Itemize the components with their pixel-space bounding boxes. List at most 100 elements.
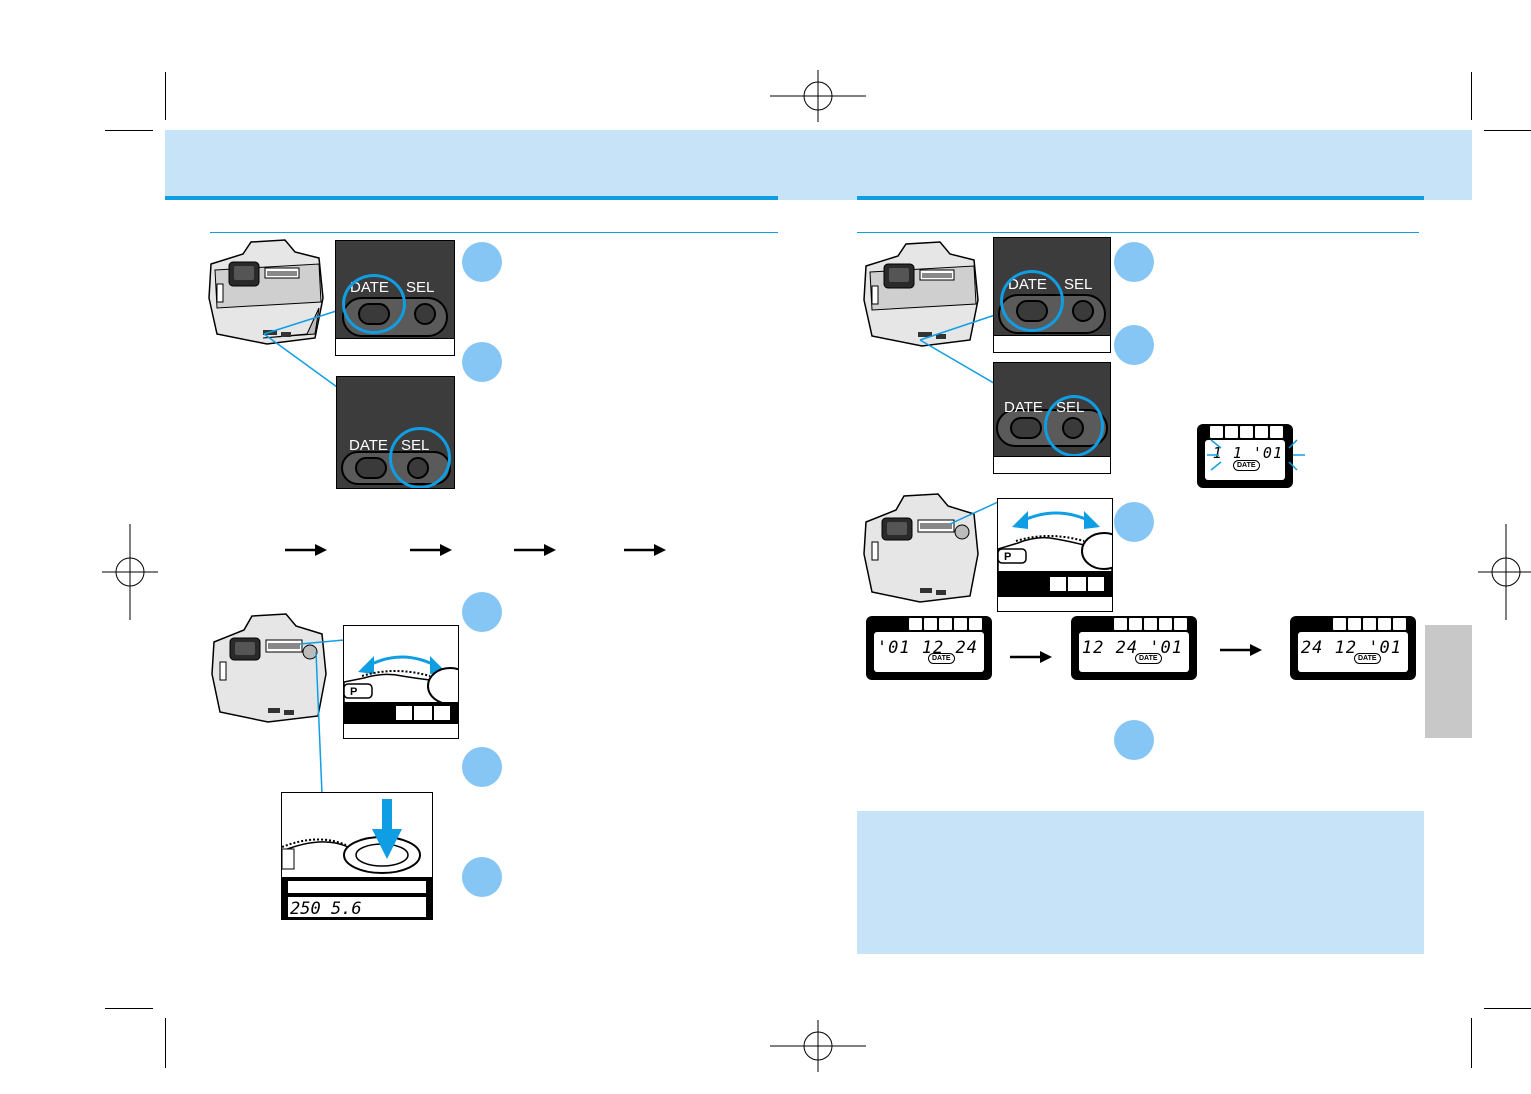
macro-icon — [1240, 426, 1253, 438]
scene-mode-icons — [1210, 426, 1283, 439]
date-format-lcd-2: 12 24 '01 DATE — [1071, 616, 1197, 680]
callout-lines — [950, 501, 999, 525]
registration-mark-icon — [770, 70, 866, 122]
sel-button-panel: DATE SEL — [336, 376, 455, 489]
top-lcd-readout: 250 5.6 — [290, 899, 362, 919]
date-tag: DATE — [1135, 653, 1162, 664]
highlight-ring — [342, 274, 406, 334]
right-arrow-icon — [624, 544, 666, 556]
command-dial-illustration: P — [344, 655, 458, 738]
highlight-ring — [1044, 395, 1104, 457]
callout-lines — [300, 639, 345, 795]
step-circle-icon — [462, 747, 502, 787]
portrait-icon — [1210, 426, 1223, 438]
scene-mode-icons — [1114, 618, 1187, 631]
sel-button-panel: DATE SEL — [993, 362, 1111, 474]
panel-strip — [994, 335, 1110, 352]
step-circle-icon — [462, 242, 502, 282]
date-label: DATE — [349, 437, 388, 454]
lcd-date-digits: 1 1 '01 — [1212, 444, 1283, 462]
lcd-screen — [874, 632, 984, 672]
date-tag: DATE — [1233, 460, 1260, 471]
step-circle-icon — [1114, 720, 1154, 760]
date-button[interactable] — [1010, 417, 1042, 439]
date-button-panel: DATE SEL — [993, 237, 1111, 353]
right-arrow-icon — [410, 544, 452, 556]
macro-icon — [939, 618, 952, 630]
crop-mark — [1484, 130, 1531, 131]
portrait-icon — [1333, 618, 1346, 630]
sports-icon — [1159, 618, 1172, 630]
step-circle-icon — [462, 857, 502, 897]
scene-mode-icons — [1333, 618, 1406, 631]
crop-mark — [1484, 1008, 1531, 1009]
camera-back-illustration — [863, 241, 979, 347]
macro-icon — [1363, 618, 1376, 630]
shutter-release-panel: 250 5.6 — [281, 792, 433, 920]
section-rule-right — [857, 232, 1419, 233]
landscape-icon — [924, 618, 937, 630]
crop-mark — [105, 130, 153, 131]
section-tab — [1425, 625, 1472, 738]
lcd-screen — [1079, 632, 1189, 672]
registration-mark-icon — [770, 1020, 866, 1072]
lcd-date-digits: 12 24 '01 — [1081, 638, 1183, 658]
camera-top-illustration — [863, 493, 979, 603]
date-format-lcd-1: '01 12 24 DATE — [866, 616, 992, 680]
section-bar-right — [857, 196, 1424, 200]
sports-icon — [1255, 426, 1268, 438]
crop-mark — [105, 1008, 153, 1009]
night-portrait-icon — [969, 618, 982, 630]
lcd-date-digits: '01 12 24 — [876, 638, 978, 658]
crop-mark — [1471, 72, 1472, 120]
mode-key-label: P — [1004, 551, 1011, 563]
right-arrow-icon — [1010, 651, 1052, 663]
command-dial-illustration: P — [998, 511, 1112, 611]
registration-mark-icon — [1478, 524, 1531, 620]
section-rule-left — [210, 232, 778, 233]
date-tag: DATE — [1354, 653, 1381, 664]
blink-marks-icon — [1207, 439, 1305, 471]
portrait-icon — [909, 618, 922, 630]
sel-button[interactable] — [1072, 300, 1094, 322]
command-dial-panel: P — [997, 498, 1113, 612]
step-circle-icon — [1114, 242, 1154, 282]
crop-mark — [165, 72, 166, 120]
highlight-ring — [1000, 270, 1064, 332]
crop-mark — [1471, 1018, 1472, 1068]
highlight-ring — [389, 427, 451, 488]
header-band — [165, 130, 1472, 200]
macro-icon — [1144, 618, 1157, 630]
lcd-date-digits: 24 12 '01 — [1300, 638, 1402, 658]
night-portrait-icon — [1174, 618, 1187, 630]
step-circle-icon — [462, 342, 502, 382]
date-button[interactable] — [355, 457, 387, 479]
right-arrow-icon — [285, 544, 327, 556]
sel-button[interactable] — [414, 303, 436, 325]
mode-key-label: P — [350, 686, 357, 698]
date-format-lcd-3: 24 12 '01 DATE — [1290, 616, 1416, 680]
landscape-icon — [1129, 618, 1142, 630]
step-circle-icon — [1114, 325, 1154, 365]
night-portrait-icon — [1393, 618, 1406, 630]
step-circle-icon — [462, 592, 502, 632]
right-arrow-icon — [1220, 644, 1262, 656]
panel-strip — [994, 456, 1110, 473]
crop-mark — [165, 1018, 166, 1068]
night-portrait-icon — [1270, 426, 1283, 438]
date-set-lcd: 1 1 '01 DATE — [1197, 424, 1293, 488]
sports-icon — [1378, 618, 1391, 630]
right-arrow-icon — [514, 544, 556, 556]
landscape-icon — [1348, 618, 1361, 630]
command-dial-panel: P — [343, 625, 459, 739]
scene-mode-icons — [909, 618, 982, 631]
date-button-panel: DATE SEL — [335, 240, 455, 356]
date-label: DATE — [1004, 399, 1043, 416]
camera-back-illustration — [208, 239, 324, 345]
lcd-screen — [1298, 632, 1408, 672]
sel-label: SEL — [1064, 276, 1093, 293]
sports-icon — [954, 618, 967, 630]
landscape-icon — [1225, 426, 1238, 438]
portrait-icon — [1114, 618, 1127, 630]
registration-mark-icon — [102, 524, 158, 620]
